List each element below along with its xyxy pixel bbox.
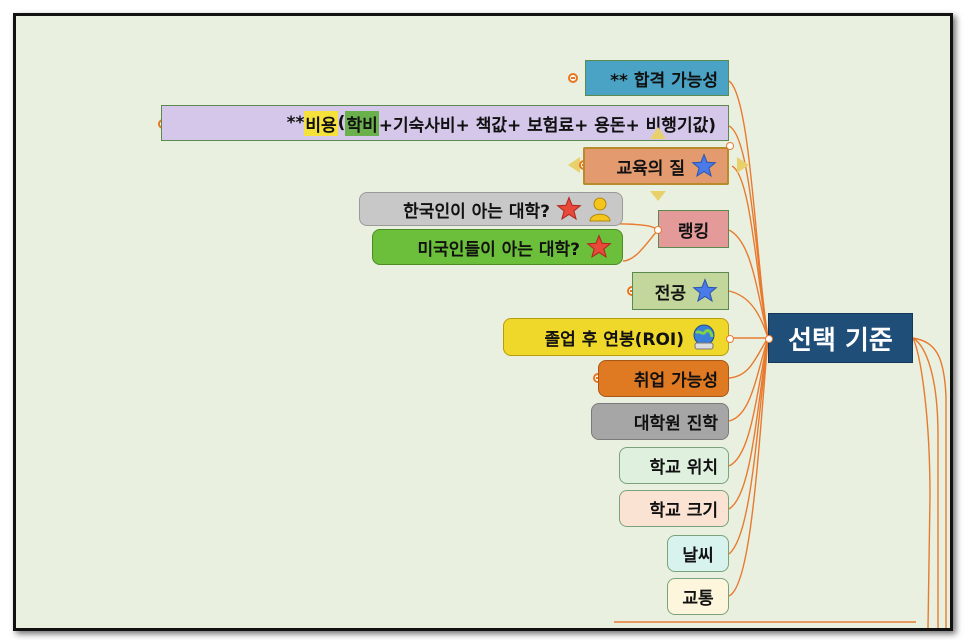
mindmap-canvas: 선택 기준 ** 합격 가능성 ** 비용 ( 학비 +기숙사비+ 책값+ 보험… — [13, 13, 953, 631]
globe-icon — [693, 324, 715, 350]
node-grad-school[interactable]: 대학원 진학 — [591, 403, 729, 440]
person-icon — [589, 197, 611, 222]
node-salary-roi[interactable]: 졸업 후 연봉(ROI) — [503, 318, 729, 356]
node-location[interactable]: 학교 위치 — [619, 447, 729, 484]
node-major[interactable]: 전공 — [632, 272, 729, 310]
star-icon — [691, 153, 717, 178]
central-connector-dot — [765, 335, 773, 343]
cost-highlight: 비용 — [304, 110, 338, 136]
node-employment[interactable]: 취업 가능성 — [598, 360, 729, 397]
node-admission[interactable]: ** 합격 가능성 — [585, 60, 729, 96]
node-weather[interactable]: 날씨 — [667, 535, 729, 572]
ranking-connector-dot — [654, 226, 662, 234]
node-cost[interactable]: ** 비용 ( 학비 +기숙사비+ 책값+ 보험료+ 용돈+ 비행기값) — [161, 105, 729, 141]
node-ranking[interactable]: 랭킹 — [658, 210, 729, 248]
node-known-by-americans[interactable]: 미국인들이 아는 대학? — [372, 229, 623, 265]
resize-handle-icon[interactable] — [726, 142, 734, 150]
node-size[interactable]: 학교 크기 — [619, 490, 729, 527]
node-known-by-koreans[interactable]: 한국인이 아는 대학? — [359, 192, 623, 226]
salary-connector-dot — [726, 335, 734, 343]
node-transport[interactable]: 교통 — [667, 578, 729, 615]
star-icon — [692, 278, 718, 303]
selection-arrows[interactable] — [566, 119, 751, 209]
central-topic[interactable]: 선택 기준 — [768, 313, 913, 363]
node-education-quality[interactable]: 교육의 질 — [583, 147, 729, 185]
expand-toggle-icon[interactable] — [568, 73, 578, 83]
star-icon — [586, 234, 612, 259]
tuition-highlight: 학비 — [345, 110, 379, 136]
star-icon — [556, 196, 582, 221]
